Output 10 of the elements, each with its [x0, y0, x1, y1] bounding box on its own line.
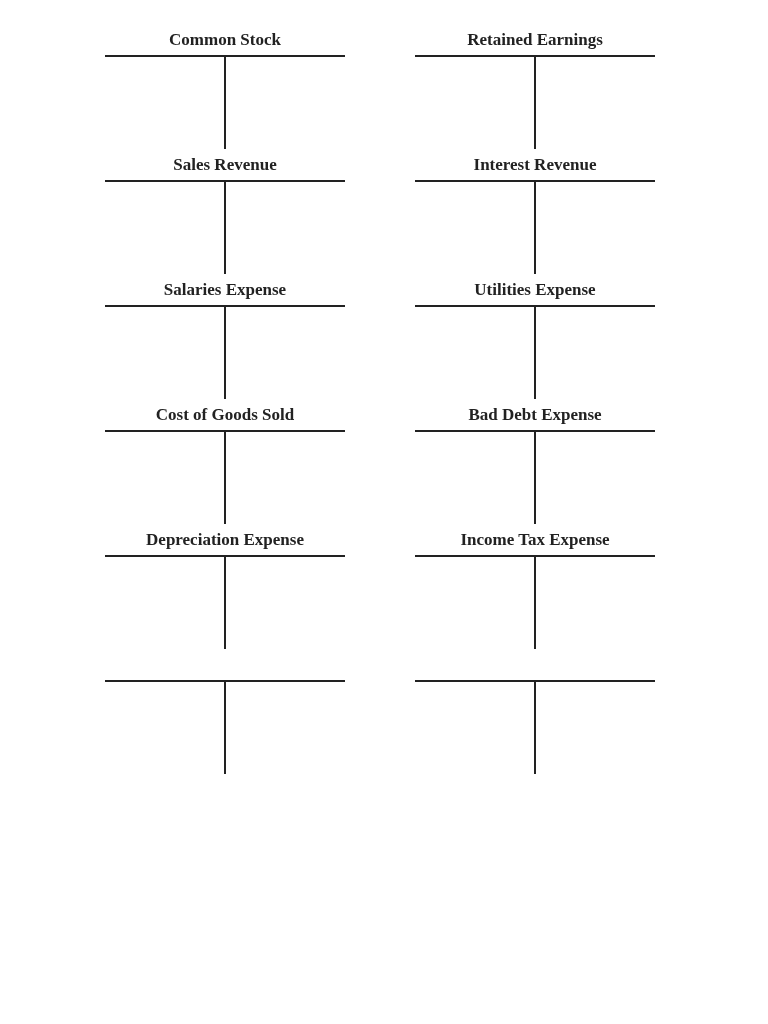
account-title: Utilities Expense	[473, 280, 597, 300]
account-title: Cost of Goods Sold	[154, 405, 296, 425]
account-title: Salaries Expense	[162, 280, 288, 300]
account-title: Bad Debt Expense	[467, 405, 603, 425]
account-title: Interest Revenue	[472, 155, 598, 175]
account-title: Common Stock	[168, 30, 282, 50]
account-title: Retained Earnings	[466, 30, 604, 50]
account-title: Depreciation Expense	[145, 530, 305, 550]
account-title: Sales Revenue	[172, 155, 278, 175]
account-title: Income Tax Expense	[459, 530, 611, 550]
